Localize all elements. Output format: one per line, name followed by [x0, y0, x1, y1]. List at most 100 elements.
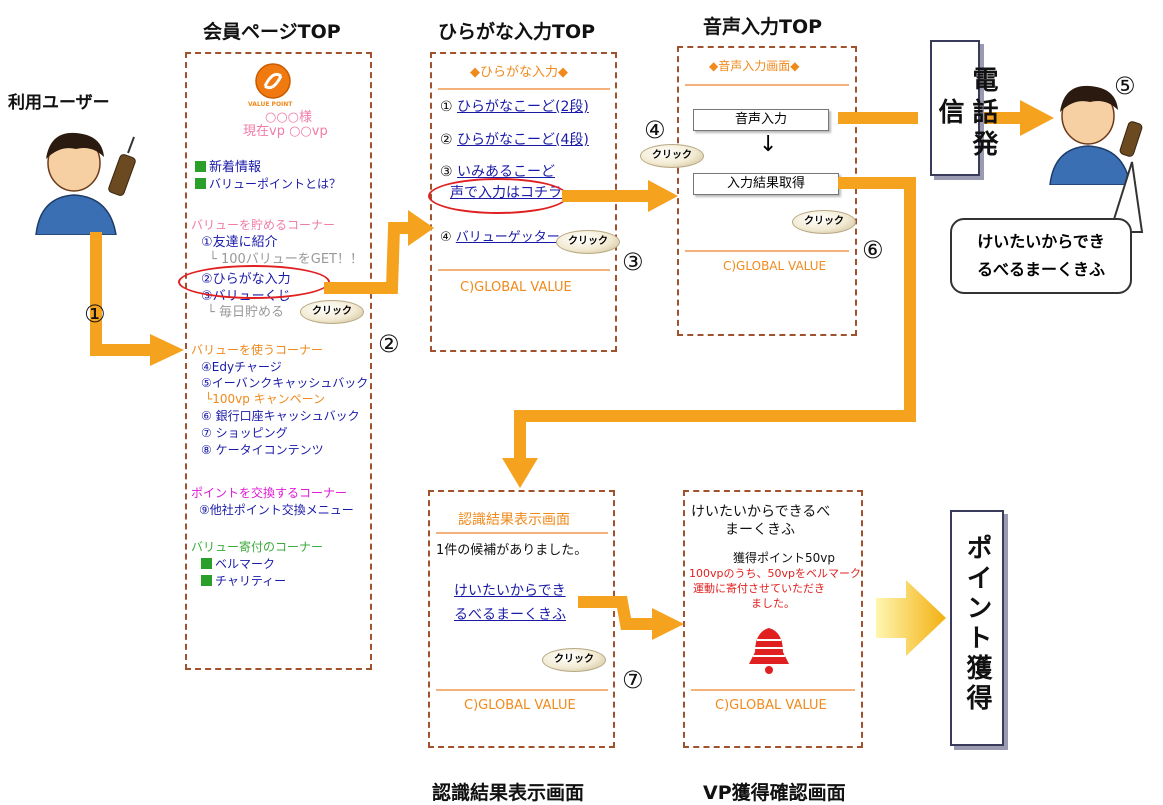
vp-page-panel: けいたいからできるべ まーくきふ 獲得ポイント50vp 100vpのうち、50v… [683, 490, 863, 748]
bellmark-link[interactable]: ベルマーク [201, 557, 276, 572]
step-1: ① [84, 300, 106, 328]
section-exchange-heading: ポイントを交換するコーナー [191, 486, 348, 500]
item-link[interactable]: ひらがなこーど(4段) [457, 132, 589, 148]
click-bubble-4: クリック [640, 144, 704, 168]
arrow-right-icon [648, 180, 678, 212]
flow-arrow-6 [838, 177, 916, 189]
title-member-top: 会員ページTOP [203, 21, 341, 43]
get-result-button[interactable]: 入力結果取得 [693, 173, 839, 195]
title-vp-confirm: VP獲得確認画面 [703, 782, 846, 804]
item-link[interactable]: ひらがなこーど(2段) [457, 99, 589, 115]
friend-referral-link[interactable]: ①友達に紹介 [201, 235, 278, 250]
news-link[interactable]: 新着情報 [195, 160, 262, 176]
click-bubble-3: クリック [556, 230, 620, 254]
result-page-panel: 認識結果表示画面 1件の候補がありました。 けいたいからでき るべるまーくきふ … [428, 490, 615, 748]
flow-arrow-7 [578, 596, 684, 640]
click-bubble-2: クリック [300, 300, 364, 324]
hiragana-header: ◆ひらがな入力◆ [470, 65, 568, 80]
flow-arrow-6 [904, 177, 916, 422]
bank-cashback-link[interactable]: ⑥ 銀行口座キャッシュバック [201, 409, 360, 423]
flow-arrow-6 [514, 410, 916, 422]
member-page-panel: VALUE POINT ○○○様 現在vp ○○vp 新着情報 バリューポイント… [185, 52, 372, 670]
green-square-icon [195, 178, 206, 189]
edy-charge-link[interactable]: ④Edyチャージ [201, 360, 282, 374]
greeting-name: ○○○様 [265, 110, 313, 125]
vp-message-line-1: 100vpのうち、50vpをベルマーク [689, 567, 861, 580]
charity-link[interactable]: チャリティー [201, 574, 287, 589]
arrow-down-icon [502, 458, 538, 488]
item-number: ① [440, 99, 453, 115]
arrow-right-icon [1020, 100, 1054, 136]
click-bubble-6: クリック [792, 210, 856, 234]
green-square-icon [201, 558, 212, 569]
step-7: ⑦ [622, 666, 644, 694]
title-result-screen: 認識結果表示画面 [432, 782, 585, 804]
mobile-contents-link[interactable]: ⑧ ケータイコンテンツ [201, 443, 324, 457]
flow-arrow-1 [90, 344, 154, 356]
bellmark-label: ベルマーク [215, 557, 276, 571]
hiragana-item-1[interactable]: ① ひらがなこーど(2段) [440, 99, 589, 115]
voice-footer: C)GLOBAL VALUE [723, 259, 827, 273]
separator [438, 269, 610, 271]
voice-page-panel: ◆音声入力画面◆ 音声入力 ↓ 入力結果取得 C)GLOBAL VALUE [677, 46, 857, 336]
item-number: ③ [440, 164, 453, 180]
candidate-line-2[interactable]: るべるまーくきふ [454, 607, 566, 623]
separator [691, 689, 855, 691]
user-figure-icon [1049, 85, 1143, 185]
news-link-label: 新着情報 [209, 160, 262, 175]
ebank-cashback-link[interactable]: ⑤イーバンクキャッシュバック [201, 376, 369, 390]
separator [685, 250, 849, 252]
flow-arrow-2 [324, 210, 434, 294]
about-value-point-label: バリューポイントとは？ [209, 177, 342, 191]
highlight-voice-input [428, 178, 568, 214]
section-save-heading: バリューを貯めるコーナー [191, 218, 336, 232]
step-4: ④ [644, 116, 666, 144]
separator [685, 84, 849, 86]
candidate-line-1[interactable]: けいたいからでき [454, 583, 566, 599]
item-link[interactable]: いみあるこーど [457, 164, 556, 180]
click-bubble-7: クリック [542, 648, 606, 672]
vp-footer: C)GLOBAL VALUE [715, 698, 827, 713]
speech-line-1: けいたいからでき [977, 232, 1105, 251]
daily-save-text: └ 毎日貯める [207, 305, 284, 320]
vp-message-line-3: ました。 [751, 597, 795, 610]
speech-bubble: けいたいからでき るべるまーくきふ [950, 218, 1132, 294]
referral-bonus-text: └ 100バリューをGET！！ [209, 252, 364, 267]
point-exchange-link[interactable]: ⑨他社ポイント交換メニュー [199, 503, 354, 517]
about-value-point-link[interactable]: バリューポイントとは？ [195, 177, 342, 192]
item-number: ④ [440, 230, 452, 245]
separator [436, 532, 608, 534]
hiragana-item-3[interactable]: ③ いみあるこーど [440, 164, 555, 180]
flow-arrow-5 [838, 112, 918, 124]
flow-arrow-5 [978, 112, 1022, 124]
item-link[interactable]: バリューゲッター [455, 230, 560, 245]
vp-points: 獲得ポイント50vp [733, 551, 835, 565]
vp-message-line-2: 運動に寄付させていただき [693, 582, 825, 595]
final-arrow-icon [876, 580, 946, 656]
point-acquire-box: ポイント獲得 [950, 510, 1004, 746]
separator [436, 689, 608, 691]
campaign-text: └100vp キャンペーン [205, 392, 326, 406]
result-header: 認識結果表示画面 [458, 512, 570, 528]
hiragana-item-4[interactable]: ④ バリューゲッター [440, 230, 560, 246]
green-square-icon [201, 575, 212, 586]
title-hiragana-top: ひらがな入力TOP [438, 21, 596, 43]
arrow-down-icon: ↓ [759, 132, 778, 157]
point-acquire-label: ポイント獲得 [962, 534, 992, 714]
flow-arrow-1 [90, 232, 102, 356]
arrow-right-icon [150, 334, 184, 366]
user-figure-icon [35, 132, 136, 235]
result-footer: C)GLOBAL VALUE [464, 698, 576, 713]
phone-call-box: 電話発信 [930, 40, 998, 176]
title-voice-top: 音声入力TOP [703, 16, 823, 38]
charity-label: チャリティー [215, 574, 287, 588]
voice-header: ◆音声入力画面◆ [709, 59, 800, 73]
hiragana-item-2[interactable]: ② ひらがなこーど(4段) [440, 132, 589, 148]
bellmark-icon [749, 628, 789, 674]
item-number: ② [440, 132, 453, 148]
hiragana-footer: C)GLOBAL VALUE [460, 280, 572, 295]
flow-arrow-3 [562, 190, 652, 202]
voice-input-button[interactable]: 音声入力 [693, 109, 829, 131]
shopping-link[interactable]: ⑦ ショッピング [201, 426, 288, 440]
speech-line-2: るべるまーくきふ [976, 260, 1105, 279]
